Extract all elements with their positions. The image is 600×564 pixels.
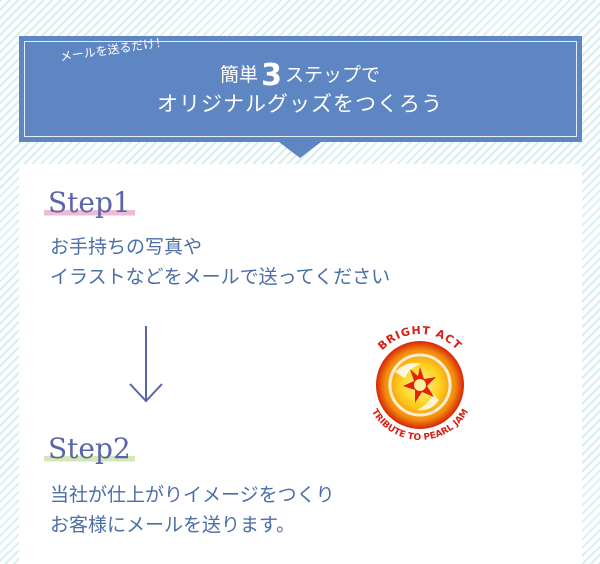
banner-pointer <box>279 142 321 158</box>
banner-heading-line2: オリジナルグッズをつくろう <box>157 92 443 116</box>
step2-line2: お客様にメールを送ります。 <box>50 514 296 536</box>
step2-line1: 当社が仕上がりイメージをつくり <box>50 484 335 506</box>
step1-description: お手持ちの写真や イラストなどをメールで送ってください <box>50 232 390 292</box>
arrow-down-icon <box>129 326 163 403</box>
step2-description: 当社が仕上がりイメージをつくり お客様にメールを送ります。 <box>50 480 335 540</box>
step1-line1: お手持ちの写真や <box>50 236 203 258</box>
banner-line1-prefix: 簡単 <box>220 64 259 86</box>
steps-card <box>19 164 582 564</box>
title-banner <box>19 36 582 142</box>
banner-line1-suffix: ステップで <box>284 64 380 86</box>
step2-title: Step2 <box>44 432 135 465</box>
banner-step-count: 3 <box>261 58 282 93</box>
step1-line2: イラストなどをメールで送ってください <box>50 266 391 288</box>
bright-act-logo: BRIGHT ACT TRIBUTE TO PEARL JAM <box>369 324 471 443</box>
step1-title: Step1 <box>44 186 135 219</box>
banner-inner-border <box>24 41 577 137</box>
